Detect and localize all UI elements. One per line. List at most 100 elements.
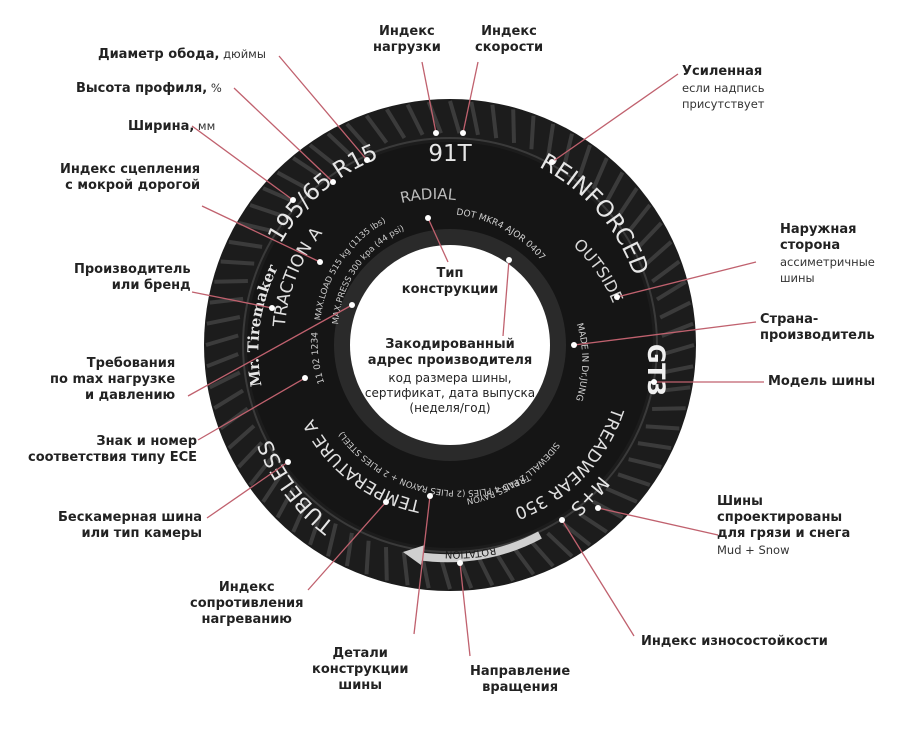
label-ece: Знак и номер соответствия типу ECE — [28, 434, 198, 465]
leader-dot — [427, 493, 433, 499]
tread-groove — [577, 511, 608, 534]
tread-groove — [592, 499, 624, 520]
leader-outside — [616, 261, 757, 298]
tread-groove — [364, 540, 371, 575]
tread-groove — [385, 108, 407, 140]
tire-shoulder-ring — [242, 137, 658, 553]
tread-groove — [652, 406, 686, 411]
leader-dot — [317, 259, 323, 265]
tread-groove — [628, 457, 662, 469]
tread-groove — [659, 364, 694, 375]
label-construction-type: Тип конструкции — [401, 266, 499, 297]
tread-groove — [529, 539, 555, 568]
leader-dot — [330, 179, 336, 185]
tread-groove — [651, 259, 681, 284]
leader-dot — [460, 130, 466, 136]
leader-ece — [197, 377, 306, 441]
leader-dot — [269, 305, 275, 311]
tread-groove — [605, 486, 638, 504]
rim-hole — [350, 245, 550, 445]
leader-construction-type — [427, 217, 449, 263]
tread-groove — [291, 500, 309, 533]
tread-groove — [209, 296, 244, 305]
leader-dot — [506, 257, 512, 263]
tread-groove — [206, 352, 239, 369]
tread-groove — [591, 157, 609, 190]
label-country: Страна- производитель — [760, 312, 875, 343]
leader-dot — [425, 215, 431, 221]
label-load-index: Индекс нагрузки — [373, 24, 441, 55]
tread-groove — [448, 100, 462, 134]
leader-country — [573, 321, 757, 346]
tread-groove — [345, 122, 371, 151]
leader-rim-diameter — [278, 55, 368, 161]
leader-dot — [285, 459, 291, 465]
tread-groove — [562, 522, 592, 547]
tread-groove — [261, 472, 284, 503]
tread-groove — [308, 143, 338, 168]
leader-reinforced — [551, 73, 679, 163]
tread-groove — [655, 280, 687, 302]
tread-groove — [493, 550, 515, 582]
tread-groove — [275, 487, 296, 519]
leader-profile-height — [233, 87, 334, 183]
leader-tubeless — [206, 461, 289, 519]
load-speed-text: 91T — [428, 141, 472, 167]
tread-groove — [237, 441, 264, 469]
rotation-arrow-head — [403, 545, 425, 565]
label-heat: Индекс сопротивления нагреванию — [190, 580, 304, 627]
tread-groove — [384, 547, 389, 581]
tread-groove — [617, 472, 651, 487]
rotation-arrow — [417, 531, 542, 563]
tread-groove — [227, 424, 256, 450]
label-model: Модель шины — [768, 374, 876, 389]
tread-groove — [214, 279, 248, 284]
tread-groove — [627, 203, 652, 233]
tread-groove — [490, 104, 499, 139]
tread-groove — [644, 240, 673, 266]
label-treadwear: Индекс износостойкости — [641, 634, 828, 649]
leader-width — [191, 125, 294, 201]
leader-load-index — [421, 61, 437, 134]
radial-text: RADIAL — [399, 185, 458, 207]
tread-groove — [308, 512, 323, 546]
leader-rotation — [459, 562, 471, 657]
tread-groove — [529, 115, 536, 150]
tread-groove — [645, 424, 680, 431]
tread-groove — [238, 221, 272, 233]
leader-dot — [614, 294, 620, 300]
leader-wet-grip — [201, 205, 321, 263]
tread-groove — [228, 239, 263, 249]
leader-treadwear — [561, 519, 635, 637]
leader-dot — [383, 499, 389, 505]
tread-groove — [276, 170, 308, 191]
leader-dots — [269, 130, 657, 566]
tread-groove — [659, 300, 692, 320]
tread-groove — [262, 186, 295, 204]
leader-dot — [290, 197, 296, 203]
label-width: Ширина, мм — [128, 119, 216, 134]
leader-dot — [302, 375, 308, 381]
label-profile-height: Высота профиля, % — [76, 81, 222, 96]
model-text: GT3 — [642, 344, 670, 396]
leader-dot — [364, 157, 370, 163]
leader-dot — [349, 302, 355, 308]
label-brand: Производитель или бренд — [74, 262, 191, 293]
leader-heat — [307, 501, 387, 591]
tread-groove — [405, 103, 425, 136]
tread-groove — [364, 114, 389, 144]
tread-groove — [661, 321, 694, 338]
leader-dot — [559, 517, 565, 523]
tread-pattern — [205, 100, 695, 590]
tread-groove — [249, 203, 283, 218]
tread-groove — [546, 531, 574, 558]
label-rotation: Направление вращения — [470, 664, 571, 695]
tread-groove — [637, 441, 672, 451]
leader-brand — [191, 291, 273, 309]
label-max-load: Требования по max нагрузке и давлению — [50, 356, 176, 403]
